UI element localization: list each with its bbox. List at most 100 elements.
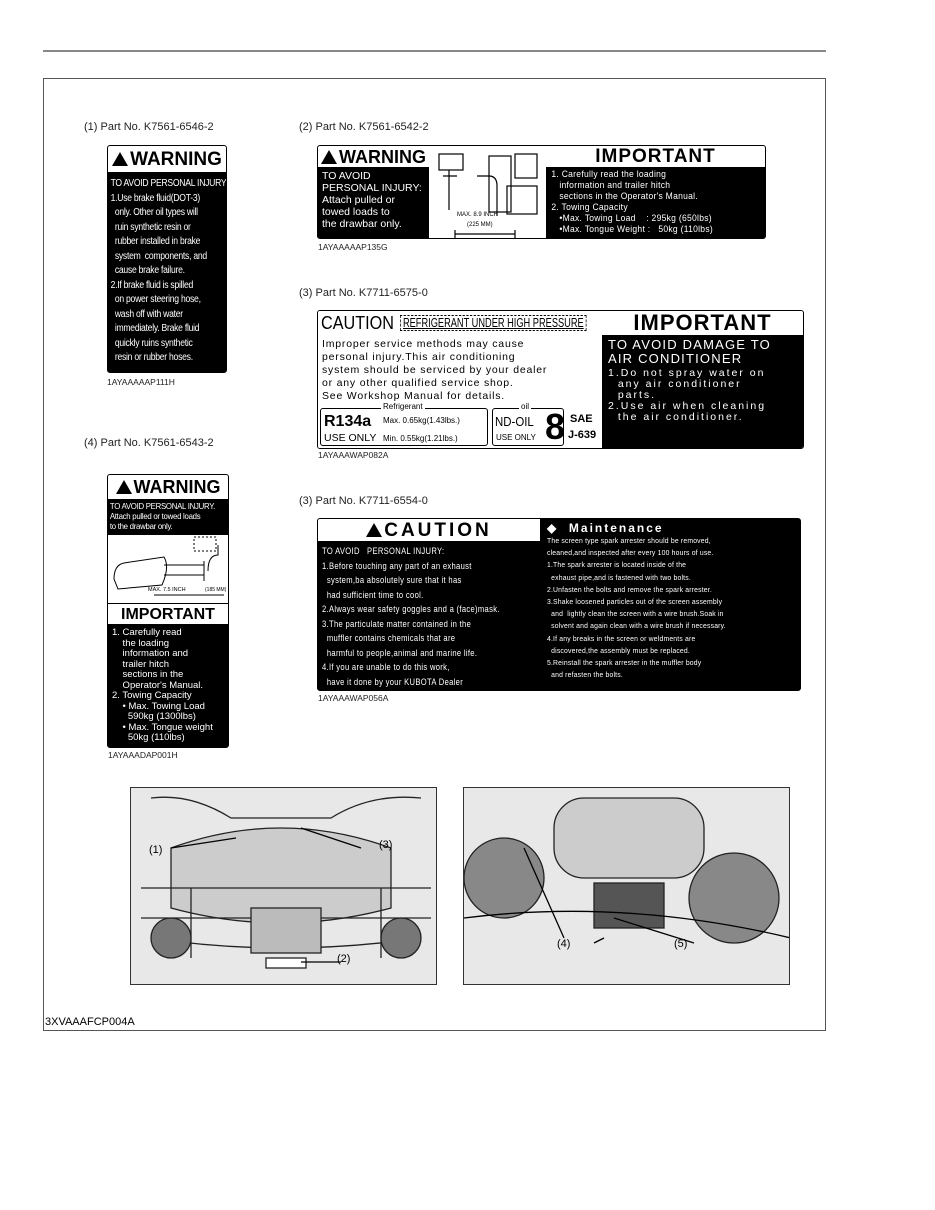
text-line: 3.Shake loosened particles out of the sc… <box>547 597 723 607</box>
warning-triangle-icon <box>112 152 129 166</box>
text-line: 1.Do not spray water on <box>608 367 766 379</box>
text-line: cleaned,and inspected after every 100 ho… <box>547 548 714 558</box>
label-3-ac-decal: CAUTION REFRIGERANT UNDER HIGH PRESSURE … <box>317 310 804 449</box>
text-line: muffler contains chemicals that are <box>322 633 456 644</box>
figure-code: 3XVAAAFCP004A <box>45 1016 135 1028</box>
label-2-important: IMPORTANT 1. Carefully read the loading … <box>546 146 765 238</box>
warning-triangle-icon <box>321 150 337 164</box>
label-4-caption: (4) Part No. K7561-6543-2 <box>84 437 214 449</box>
text-line: and refasten the bolts. <box>547 670 623 680</box>
refrigerant-min: Min. 0.55kg(1.21lbs.) <box>383 434 458 443</box>
label-1-body: TO AVOID PERSONAL INJURY:1.Use brake flu… <box>108 173 227 370</box>
refrigerant-use: USE ONLY <box>324 432 377 444</box>
refrigerant-max: Max. 0.65kg(1.43lbs.) <box>383 416 460 425</box>
refrigerant-title: Refrigerant <box>381 402 425 411</box>
text-line: 50kg (110lbs) <box>112 732 185 743</box>
oil-number: 8 <box>545 406 566 447</box>
label-2-code: 1AYAAAAAP135G <box>318 242 388 252</box>
label-5-maintenance: ◆ Maintenance The screen type spark arre… <box>541 519 800 690</box>
text-line: •Max. Towing Load : 295kg (650lbs) <box>551 213 712 224</box>
text-line: information and trailer hitch <box>551 180 671 191</box>
text-line: harmful to people,animal and marine life… <box>322 647 478 659</box>
label-2-hitch-diagram: MAX. 8.9 INCH (225 MM) <box>429 146 546 238</box>
text-line: 2.Use air when cleaning <box>608 400 767 412</box>
text-line: 4.If you are unable to do this work, <box>322 662 450 673</box>
label-4-code: 1AYAAADAP001H <box>108 750 178 760</box>
text-line: PERSONAL INJURY: <box>322 182 422 194</box>
label-2-dimension-mm: (225 MM) <box>467 222 493 228</box>
label-3-caution: CAUTION REFRIGERANT UNDER HIGH PRESSURE … <box>318 311 602 448</box>
text-line: Attach pulled or <box>322 194 395 206</box>
text-line: 4.If any breaks in the screen or weldmen… <box>547 633 696 643</box>
text-line: on power steering hose, <box>110 294 201 305</box>
text-line: rubber installed in brake <box>110 236 201 247</box>
text-line: towed loads to <box>322 206 390 218</box>
label-5-code: 1AYAAAWAP056A <box>318 693 389 703</box>
text-line: any air conditioner <box>608 378 742 390</box>
text-line: the loading <box>112 637 170 649</box>
callout-3: (3) <box>379 839 393 851</box>
label-3-caution-title: CAUTION <box>321 313 394 333</box>
text-line: TO AVOID PERSONAL INJURY: <box>322 546 445 557</box>
sae-number: J-639 <box>568 429 597 441</box>
text-line: system,ba absolutely sure that it has <box>322 575 462 586</box>
text-line: Operator's Manual. <box>112 679 204 691</box>
label-4-hitch-diagram: MAX. 7.5 INCH (185 MM) <box>108 535 228 603</box>
text-line: ruin synthetic resin or <box>110 221 191 233</box>
text-line: 3.The particulate matter contained in th… <box>322 618 472 630</box>
text-line: immediately. Brake fluid <box>110 323 200 334</box>
label-2-dimension-max: MAX. 8.9 INCH <box>457 212 499 218</box>
text-line: 1.The spark arrester is located inside o… <box>547 560 687 570</box>
text-line: and lightly clean the screen with a wire… <box>547 609 724 619</box>
label-5-caption: (3) Part No. K7711-6554-0 <box>299 495 428 507</box>
text-line: wash off with water <box>110 308 183 320</box>
sae-label: SAE <box>570 413 593 425</box>
callout-5: (5) <box>674 938 688 950</box>
text-line: 2.Unfasten the bolts and remove the spar… <box>547 584 712 594</box>
text-line: quickly ruins synthetic <box>110 337 193 349</box>
label-5-caution: CAUTION TO AVOID PERSONAL INJURY:1.Befor… <box>318 519 541 690</box>
text-line: 5.Reinstall the spark arrester in the mu… <box>547 658 702 668</box>
text-line: information and <box>112 648 189 659</box>
warning-triangle-icon <box>115 480 132 494</box>
oil-use: USE ONLY <box>496 433 536 442</box>
label-1-caption: (1) Part No. K7561-6546-2 <box>84 121 214 133</box>
text-line: sections in the Operator's Manual. <box>551 191 699 202</box>
text-line: have it done by your KUBOTA Dealer <box>322 676 464 688</box>
label-4-dimension-max: MAX. 7.5 INCH <box>148 587 186 593</box>
label-4-decal: WARNING TO AVOID PERSONAL INJURY.Attach … <box>107 474 229 748</box>
callout-4: (4) <box>557 938 571 950</box>
label-2-caption: (2) Part No. K7561-6542-2 <box>299 121 429 133</box>
label-3-caution-sub: REFRIGERANT UNDER HIGH PRESSURE <box>400 315 587 331</box>
text-line: to the drawbar only. <box>109 521 173 531</box>
label-1-code: 1AYAAAAAP111H <box>107 377 175 387</box>
text-line: only. Other oil types will <box>110 207 198 218</box>
label-1-warning-decal: WARNING TO AVOID PERSONAL INJURY:1.Use b… <box>107 145 227 373</box>
text-line: parts. <box>608 389 657 401</box>
text-line: 2. Towing Capacity <box>551 202 628 213</box>
callout-2: (2) <box>337 953 351 965</box>
text-line: 1. Carefully read the loading <box>551 169 667 180</box>
text-line: 1.Before touching any part of an exhaust <box>322 560 472 572</box>
oil-box: oil ND-OIL USE ONLY 8 <box>492 402 566 447</box>
refrigerant-box: Refrigerant R134a Max. 0.65kg(1.43lbs.) … <box>320 402 488 446</box>
text-line: AIR CONDITIONER <box>608 351 743 366</box>
label-4-dimension-mm: (185 MM) <box>205 587 227 593</box>
text-line: Attach pulled or towed loads <box>109 511 201 521</box>
text-line: 1. Carefully read <box>112 627 182 638</box>
figure-frame <box>43 78 826 1031</box>
oil-title: oil <box>519 402 532 411</box>
text-line: resin or rubber hoses. <box>110 352 193 363</box>
text-line: exhaust pipe,and is fastened with two bo… <box>547 572 691 582</box>
photo-rear-vehicle: (4) (5) <box>463 787 790 985</box>
text-line: Improper service methods may cause <box>322 338 525 350</box>
text-line: TO AVOID PERSONAL INJURY: <box>110 178 227 189</box>
header-rule <box>43 50 826 52</box>
text-line: TO AVOID DAMAGE TO <box>608 337 771 352</box>
text-line: personal injury.This air conditioning <box>322 351 516 363</box>
text-line: trailer hitch <box>112 658 170 670</box>
text-line: had sufficient time to cool. <box>322 589 424 601</box>
photo-front-vehicle: (1) (3) (2) <box>130 787 437 985</box>
